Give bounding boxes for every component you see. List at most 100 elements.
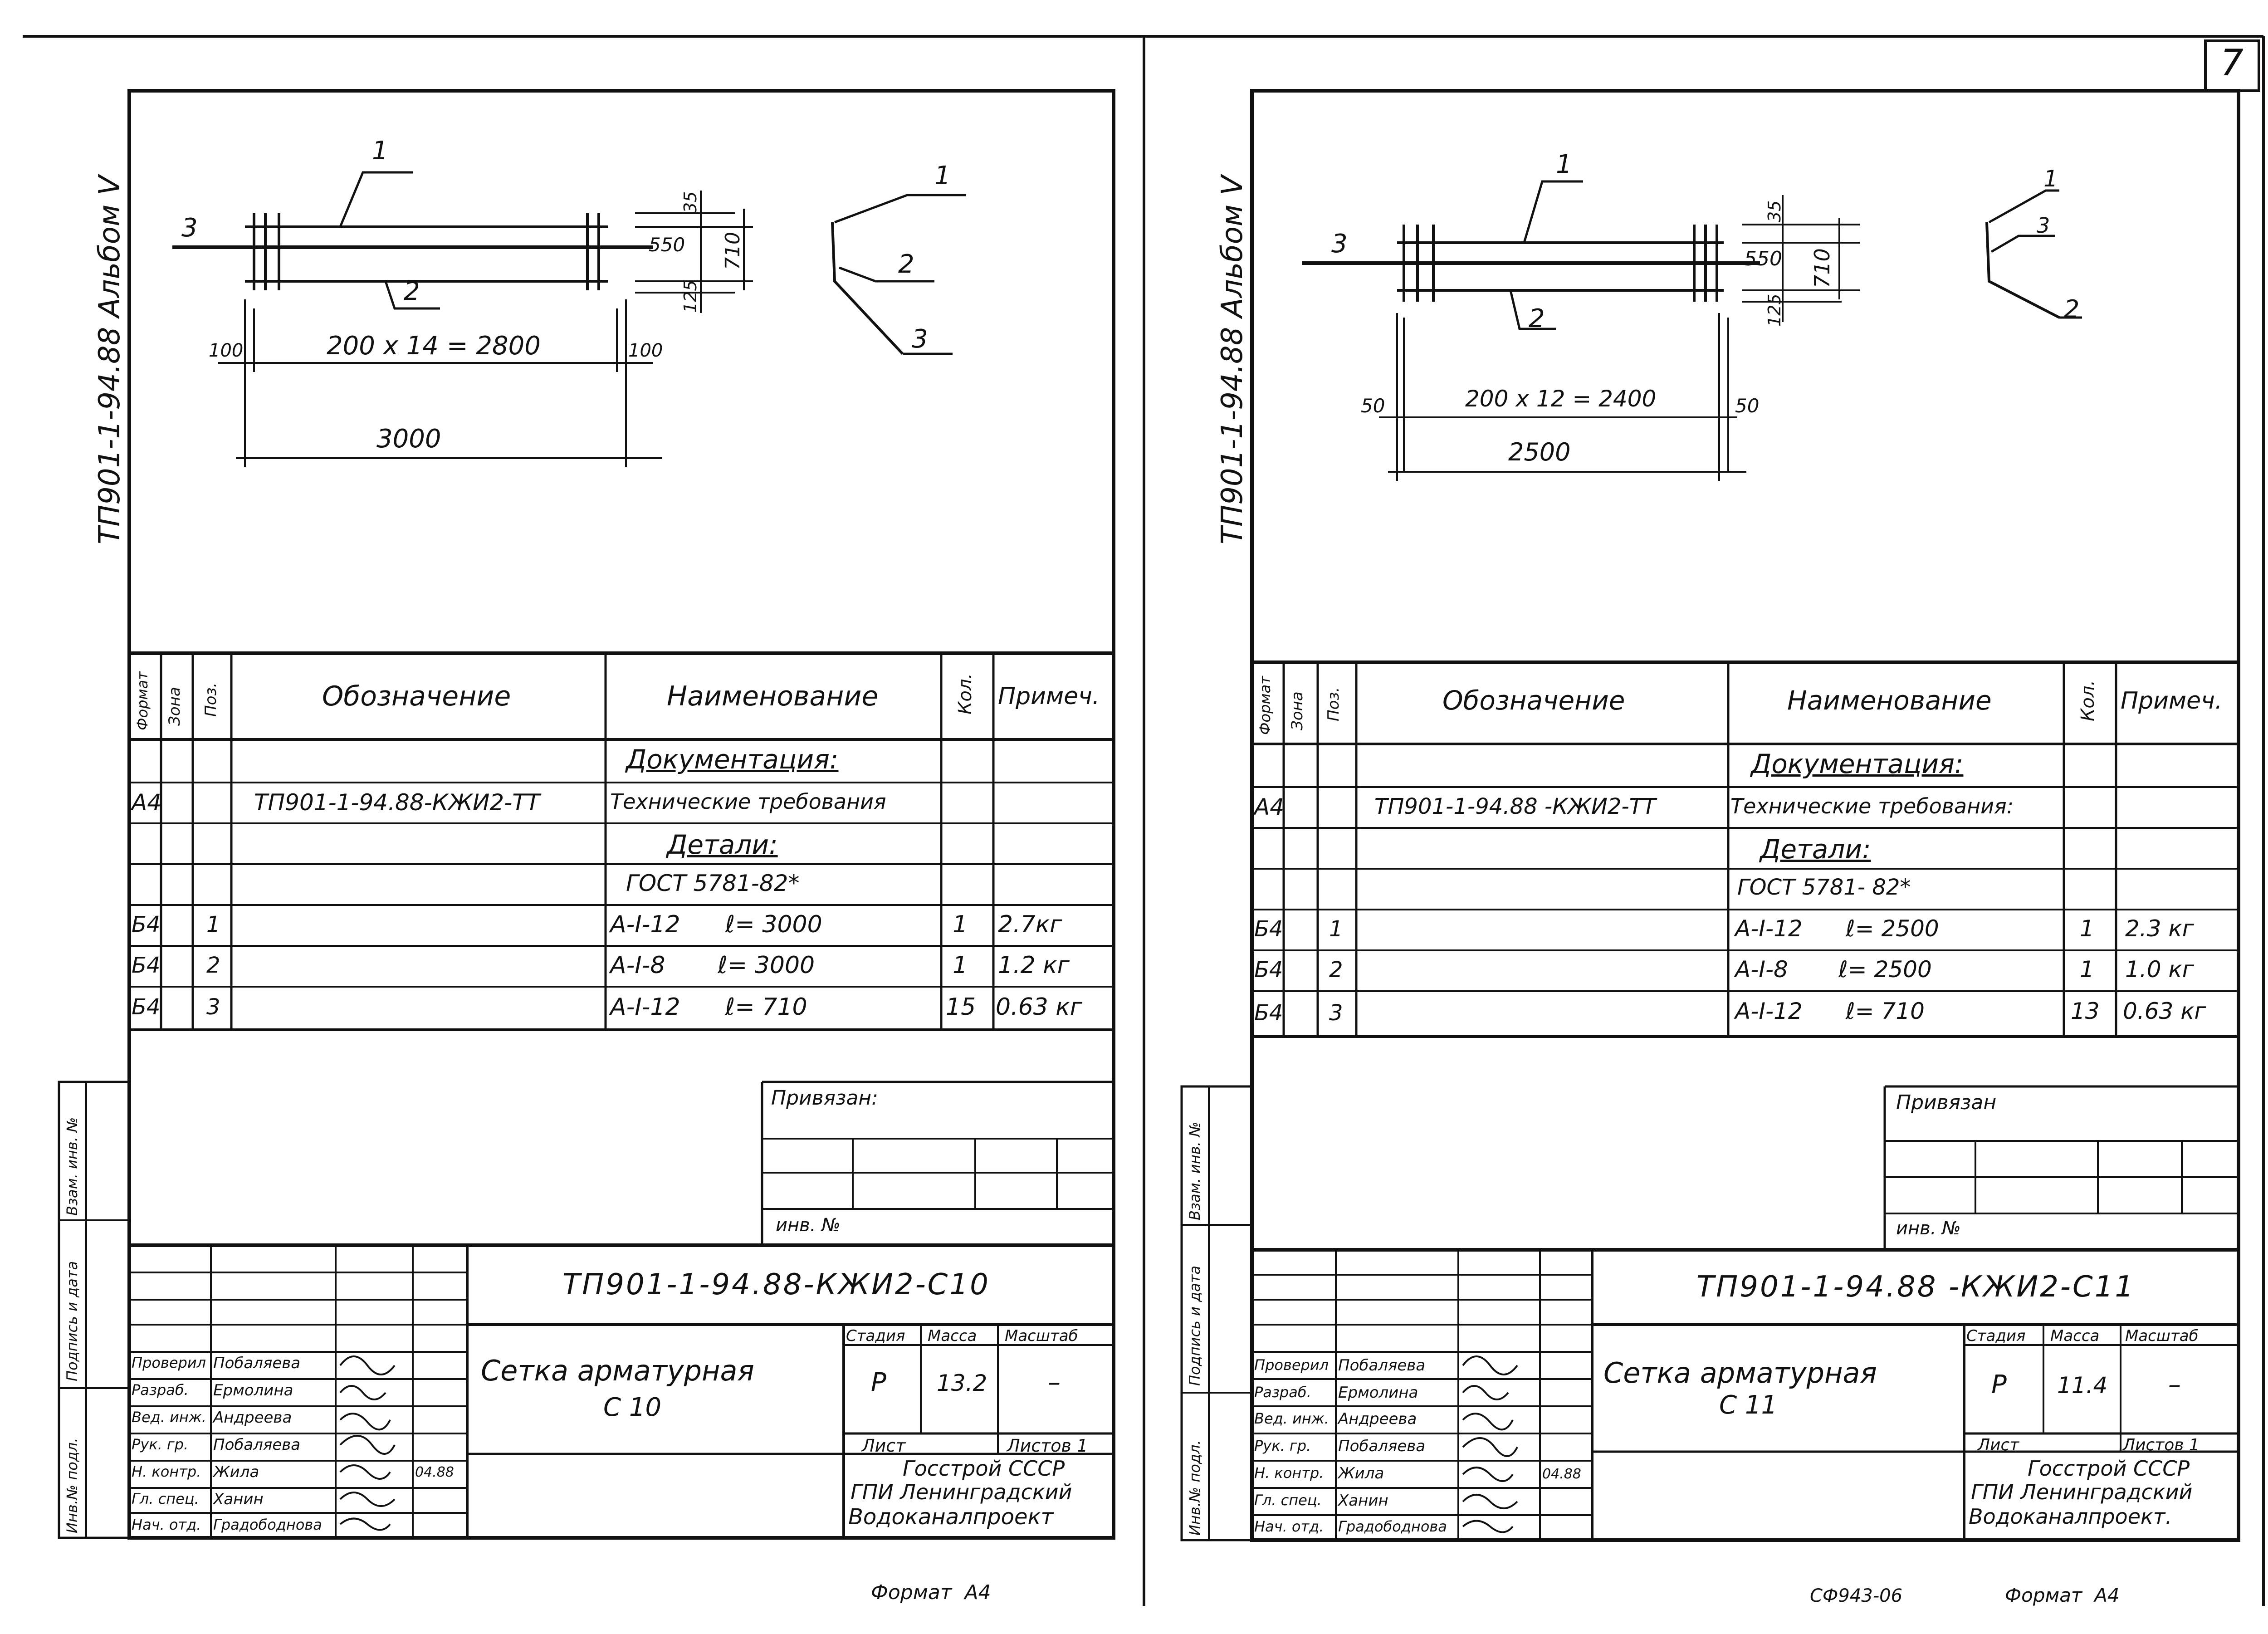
right-hdr-format: Формат [1256, 676, 1274, 735]
right-hdr-qty: Кол. [2077, 680, 2098, 721]
left-dim-total: 3000 [376, 424, 441, 454]
left-row4-note: 2.7кг [998, 911, 1062, 938]
right-section-pos2: 2 [2064, 295, 2080, 323]
right-dim-125: 125 [1765, 294, 1784, 327]
left-dim-spacing: 200 x 14 = 2800 [327, 331, 541, 361]
right-doc-code: ТП901-1-94.88 -КЖИ2-С11 [1696, 1270, 2136, 1304]
left-row2-name: Детали: [667, 829, 778, 860]
left-pos3-label: 3 [181, 213, 198, 243]
right-dim-right: 50 [1735, 395, 1760, 417]
left-stage-label: Стадия [846, 1327, 905, 1345]
right-row6-pos: 3 [1329, 1000, 1343, 1026]
right-stage: Р [1991, 1370, 2007, 1399]
right-side-inv: Инв.№ подл. [1186, 1440, 1203, 1536]
left-role-3: Рук. гр. [132, 1436, 189, 1453]
left-side-vzam: Взам. инв. № [64, 1117, 81, 1216]
right-row4-qty: 1 [2080, 915, 2094, 942]
right-row0-name: Документация: [1751, 749, 1964, 779]
right-role-2-name: Андреева [1338, 1410, 1417, 1428]
left-row4-name: А-I-12 ℓ= 3000 [610, 911, 822, 938]
right-row6-note: 0.63 кг [2123, 998, 2206, 1024]
page-number: 7 [2220, 42, 2244, 84]
left-row1-name: Технические требования [610, 789, 886, 814]
left-role-5: Гл. спец. [132, 1490, 199, 1507]
left-role-6: Нач. отд. [132, 1516, 201, 1533]
left-row4-qty: 1 [953, 911, 968, 938]
left-row4-format: Б4 [132, 912, 161, 937]
right-dim-spacing: 200 x 12 = 2400 [1465, 386, 1657, 412]
left-row0-name: Документация: [626, 744, 839, 775]
left-role-4-name: Жила [213, 1463, 259, 1481]
left-hdr-zone: Зона [166, 687, 184, 726]
right-role-6: Нач. отд. [1254, 1518, 1324, 1535]
left-row6-pos: 3 [206, 994, 220, 1020]
right-row3-name: ГОСТ 5781- 82* [1737, 875, 1911, 900]
right-album-label: ТП901-1-94.88 Альбом V [1216, 175, 1249, 544]
left-section-pos3: 3 [912, 324, 928, 354]
right-role-0-name: Побаляева [1338, 1356, 1426, 1375]
left-role-0-name: Побаляева [213, 1354, 301, 1372]
right-privyazan: Привязан [1896, 1091, 1997, 1114]
left-row6-name: А-I-12 ℓ= 710 [610, 993, 807, 1021]
right-hdr-name: Наименование [1787, 685, 1992, 716]
right-mass-label: Масса [2050, 1327, 2100, 1345]
left-row1-format: А4 [132, 789, 162, 816]
left-role-0: Проверил [132, 1354, 206, 1371]
left-section-pos2: 2 [898, 250, 914, 279]
right-role-1-name: Ермолина [1338, 1384, 1418, 1402]
right-org-3: Водоканалпроект. [1969, 1504, 2172, 1529]
right-inv-no: инв. № [1896, 1218, 1961, 1239]
right-row4-name: А-I-12 ℓ= 2500 [1735, 915, 1939, 942]
right-stage-label: Стадия [1966, 1327, 2026, 1345]
right-hdr-designation: Обозначение [1442, 685, 1625, 716]
right-row5-qty: 1 [2080, 956, 2094, 983]
left-title-sub: С 10 [603, 1393, 662, 1422]
right-dim-710: 710 [1810, 248, 1834, 288]
left-role-5-name: Ханин [213, 1490, 264, 1508]
right-row5-name: А-I-8 ℓ= 2500 [1735, 956, 1932, 983]
left-row5-qty: 1 [953, 952, 968, 979]
left-scale-label: Масштаб [1005, 1327, 1078, 1345]
right-row6-qty: 13 [2071, 998, 2100, 1024]
right-role-4-date: 04.88 [1542, 1466, 1581, 1482]
left-pos1-label: 1 [372, 136, 388, 166]
left-org-1: Госстрой СССР [903, 1456, 1065, 1481]
left-dim-550: 550 [649, 234, 685, 256]
left-side-inv: Инв.№ подл. [64, 1438, 81, 1533]
right-side-podpis: Подпись и дата [1186, 1265, 1203, 1386]
left-stage: Р [871, 1368, 886, 1397]
right-row4-note: 2.3 кг [2125, 915, 2194, 942]
right-section-pos3: 3 [2037, 213, 2050, 238]
left-hdr-format: Формат [134, 671, 151, 730]
right-hdr-pos: Поз. [1325, 687, 1343, 721]
right-row1-format: А4 [1254, 794, 1285, 820]
left-album-label: ТП901-1-94.88 Альбом V [93, 175, 127, 544]
left-title: Сетка арматурная [481, 1354, 754, 1387]
left-dim-125: 125 [680, 280, 700, 313]
left-role-6-name: Градободнова [213, 1516, 322, 1533]
right-row4-format: Б4 [1254, 916, 1283, 942]
right-sheets-label: Листов 1 [2123, 1436, 2200, 1454]
left-doc-code: ТП901-1-94.88-КЖИ2-С10 [562, 1268, 990, 1301]
right-side-vzam: Взам. инв. № [1186, 1121, 1203, 1220]
left-hdr-pos: Поз. [202, 682, 220, 717]
left-inv-no: инв. № [776, 1215, 841, 1236]
right-pos3-label: 3 [1331, 229, 1348, 259]
right-hdr-note: Примеч. [2121, 687, 2223, 714]
left-role-4-date: 04.88 [415, 1464, 454, 1480]
left-row1-designation: ТП901-1-94.88-КЖИ2-ТТ [254, 789, 540, 816]
right-row2-name: Детали: [1760, 834, 1871, 865]
right-row1-designation: ТП901-1-94.88 -КЖИ2-ТТ [1374, 794, 1656, 819]
left-hdr-name: Наименование [667, 680, 879, 712]
right-mass: 11.4 [2057, 1372, 2108, 1399]
right-title-sub: С 11 [1719, 1390, 1778, 1420]
left-side-podpis: Подпись и дата [64, 1261, 81, 1381]
right-pos1-label: 1 [1556, 150, 1572, 179]
left-row6-format: Б4 [132, 994, 161, 1020]
right-row1-name: Технические требования: [1730, 794, 2014, 818]
left-row4-pos: 1 [206, 912, 220, 937]
left-privyazan: Привязан: [771, 1086, 878, 1110]
right-scale: – [2168, 1370, 2181, 1399]
left-row5-pos: 2 [206, 953, 220, 978]
left-row5-format: Б4 [132, 953, 161, 978]
